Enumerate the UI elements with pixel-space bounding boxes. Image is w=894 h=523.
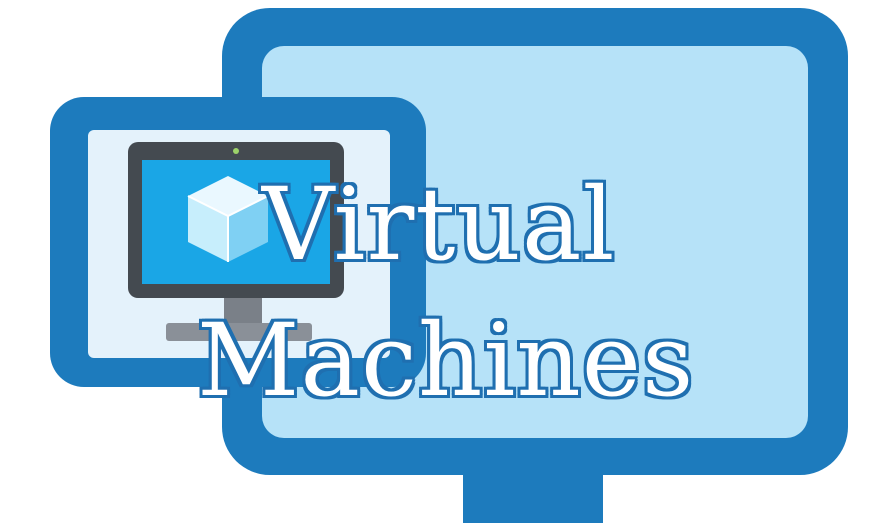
cube-icon bbox=[187, 176, 269, 262]
title-line-virtual: Virtual bbox=[262, 166, 616, 283]
title-line-machines: Machines bbox=[197, 302, 695, 419]
desktop-monitor-icon bbox=[128, 142, 344, 341]
